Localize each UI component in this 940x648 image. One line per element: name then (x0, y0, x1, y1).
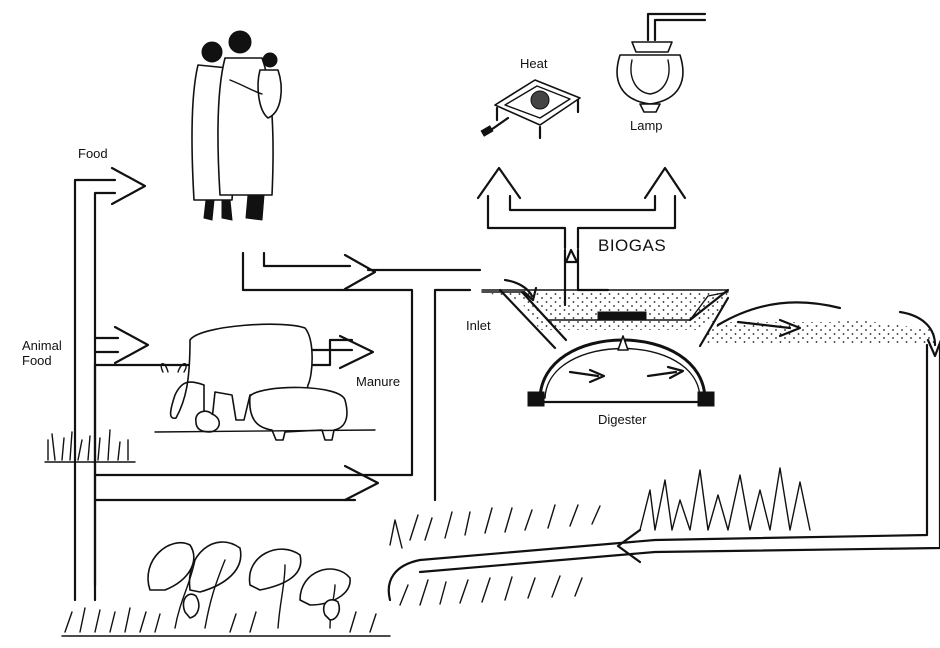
family-illustration (192, 31, 281, 220)
ground-crops-illustration (62, 608, 390, 636)
lamp-label: Lamp (630, 118, 663, 133)
livestock-illustration (155, 324, 375, 440)
grass-tuft-illustration (45, 430, 135, 462)
digester-label: Digester (598, 412, 646, 427)
gas-lamp-illustration (617, 14, 705, 112)
stove-burner-illustration (481, 80, 580, 138)
heat-label: Heat (520, 56, 547, 71)
grass-field-illustration (390, 468, 810, 605)
biogas-label: BIOGAS (598, 238, 666, 253)
digester-cross-section (482, 280, 940, 406)
food-flow-lines (75, 168, 148, 600)
animal-food-label: Animal Food (22, 338, 82, 368)
food-label: Food (78, 146, 108, 161)
banana-crops-illustration (148, 542, 350, 628)
manure-label: Manure (356, 374, 400, 389)
inlet-label: Inlet (466, 318, 491, 333)
